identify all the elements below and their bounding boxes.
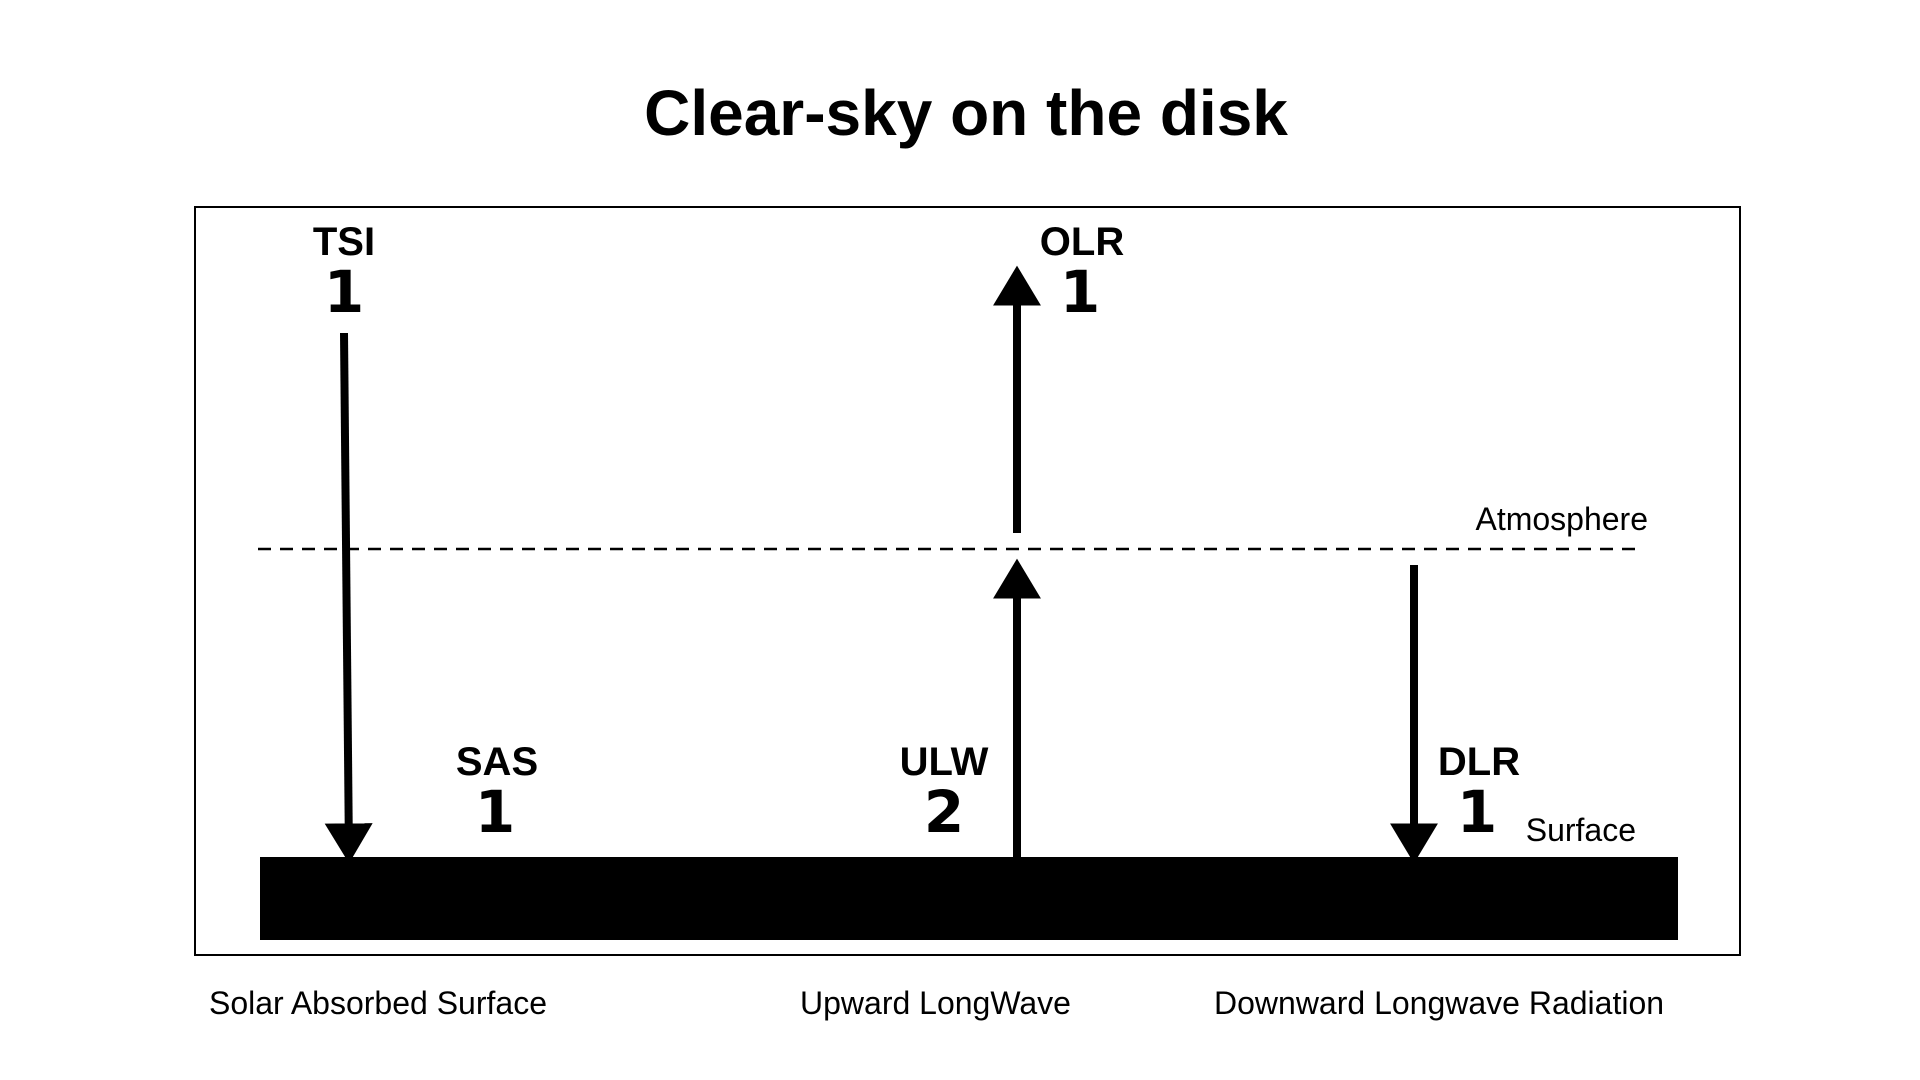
olr-value: 1: [1060, 258, 1100, 326]
sas-caption: Solar Absorbed Surface: [209, 985, 547, 1021]
ulw-label: ULW: [900, 740, 989, 784]
ulw-caption: Upward LongWave: [800, 985, 1071, 1021]
dlr-caption: Downward Longwave Radiation: [1214, 985, 1664, 1021]
atmosphere-label: Atmosphere: [1475, 501, 1648, 537]
olr-label: OLR: [1040, 220, 1125, 264]
surface-block: [260, 857, 1678, 940]
tsi-value: 1: [324, 258, 364, 326]
sas-label: SAS: [456, 740, 538, 784]
sas-value: 1: [475, 778, 515, 846]
dlr-value: 1: [1457, 778, 1497, 846]
tsi-label: TSI: [313, 220, 375, 264]
diagram-frame: [194, 206, 1741, 956]
diagram-title: Clear-sky on the disk: [644, 77, 1288, 149]
surface-label: Surface: [1526, 812, 1636, 848]
dlr-label: DLR: [1438, 740, 1520, 784]
tsi-arrow: [324, 332, 373, 864]
ulw-value: 2: [924, 778, 964, 846]
